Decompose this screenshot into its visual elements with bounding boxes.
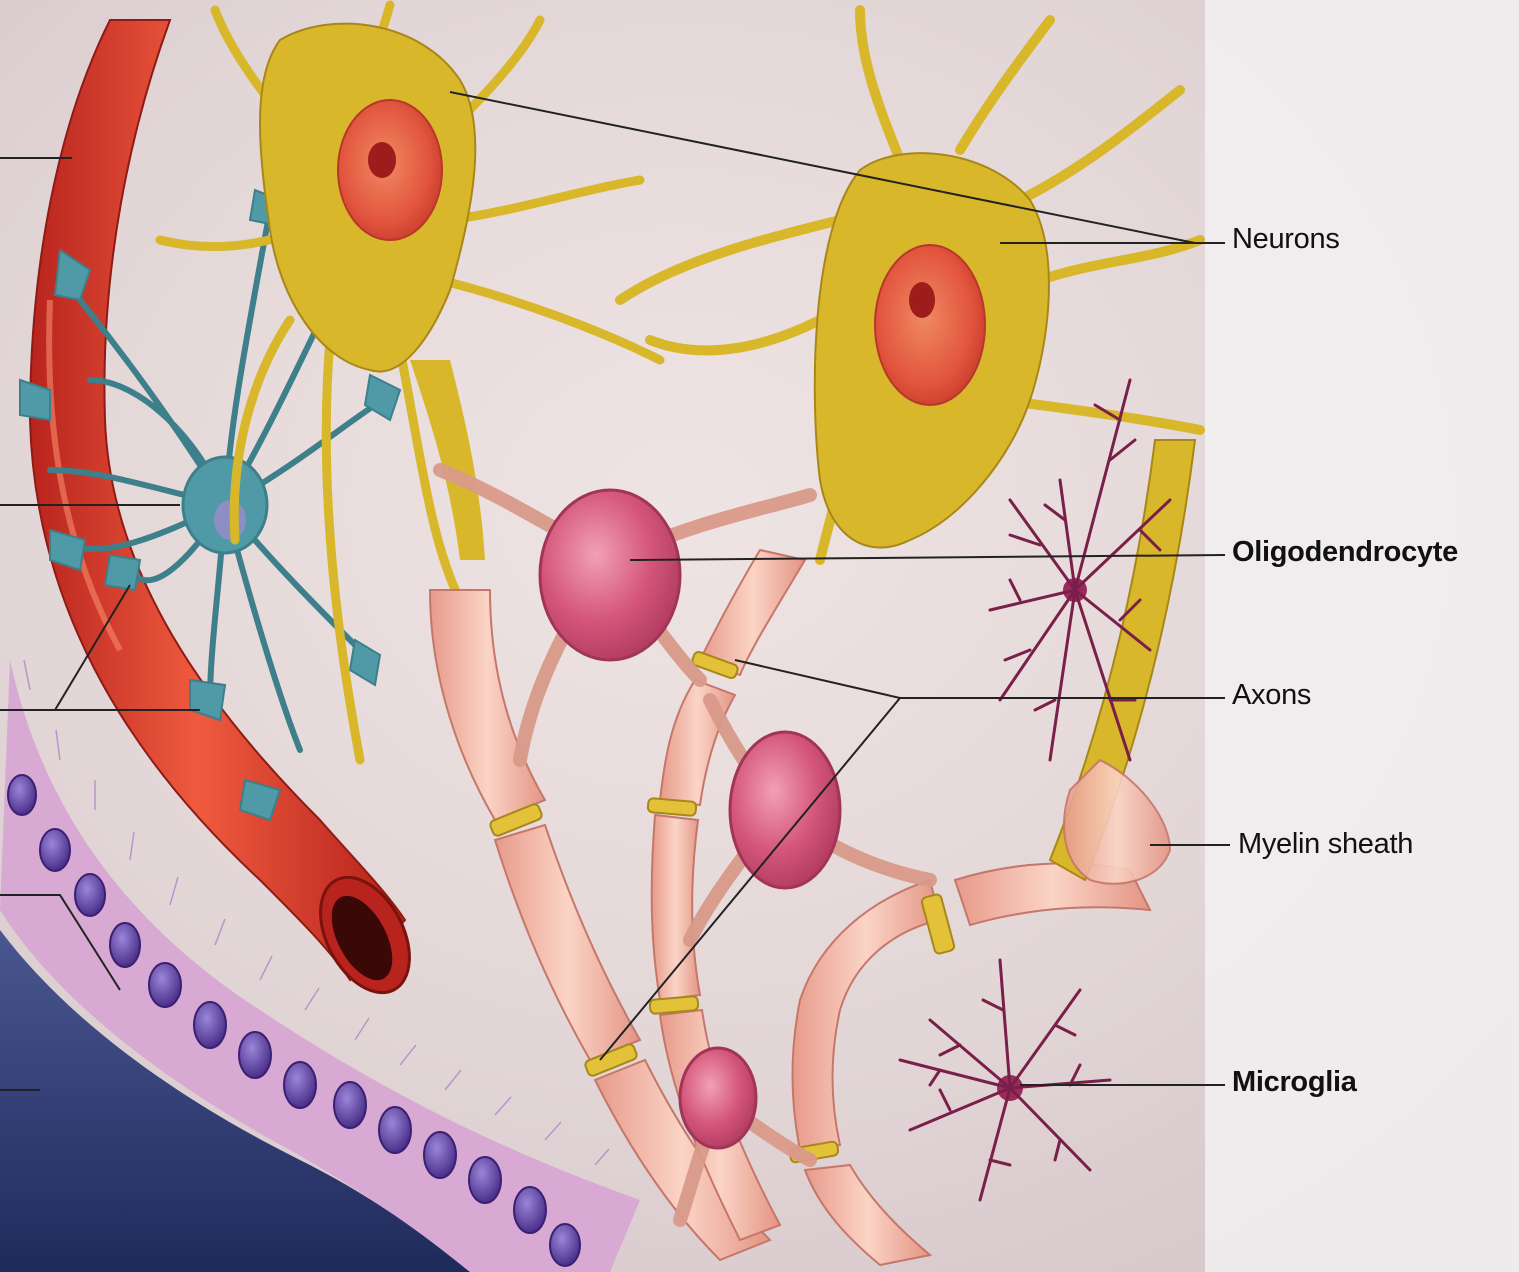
label-neurons: Neurons xyxy=(1232,223,1340,256)
oligodendrocyte-body xyxy=(680,1048,756,1148)
astrocyte-endfoot xyxy=(105,555,140,590)
ependymal-nucleus xyxy=(239,1032,271,1078)
ependymal-nucleus xyxy=(334,1082,366,1128)
neuron-left-nucleolus xyxy=(368,142,396,178)
ependymal-nucleus xyxy=(379,1107,411,1153)
label-microglia: Microglia xyxy=(1232,1066,1357,1099)
ependymal-nucleus xyxy=(514,1187,546,1233)
ependymal-nucleus xyxy=(110,923,140,967)
ependymal-nucleus xyxy=(149,963,181,1007)
label-oligodendrocyte: Oligodendrocyte xyxy=(1232,536,1458,569)
ependymal-nucleus xyxy=(284,1062,316,1108)
myelin-segment xyxy=(652,815,700,1000)
label-axons: Axons xyxy=(1232,679,1311,712)
oligodendrocyte-body xyxy=(730,732,840,888)
ependymal-nucleus xyxy=(40,829,70,871)
neuron-right-nucleolus xyxy=(909,282,935,318)
oligodendrocyte-body xyxy=(540,490,680,660)
ependymal-nucleus xyxy=(550,1224,580,1266)
neuron-right-nucleus xyxy=(875,245,985,405)
ependymal-nucleus xyxy=(8,775,36,815)
ependymal-nucleus xyxy=(194,1002,226,1048)
label-myelin-sheath: Myelin sheath xyxy=(1238,828,1413,861)
ependymal-nucleus xyxy=(75,874,105,916)
ependymal-nucleus xyxy=(469,1157,501,1203)
ependymal-nucleus xyxy=(424,1132,456,1178)
